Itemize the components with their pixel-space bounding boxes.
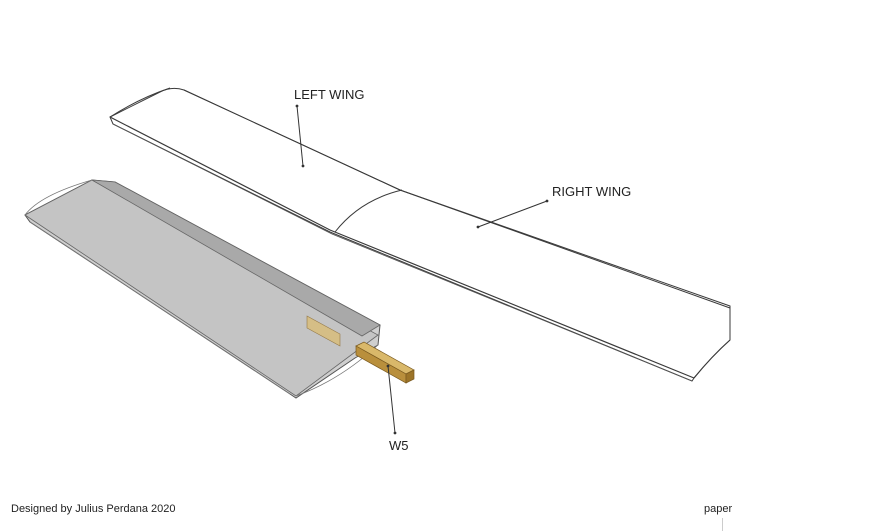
assembled-wing <box>109 87 731 382</box>
spar-inner <box>306 315 341 347</box>
panel-top-surface <box>24 179 379 397</box>
panel-leading-edge <box>29 221 291 395</box>
leader-left-wing <box>296 105 304 167</box>
leader-w5-dot <box>386 364 390 368</box>
designer-credit: Designed by Julius Perdana 2020 <box>11 503 176 515</box>
wing-trailing-edge <box>112 123 693 382</box>
leader-right-wing-end <box>476 225 480 229</box>
leader-right-wing-dot <box>545 199 549 203</box>
spar-w5 <box>306 315 415 384</box>
wing-joint-line <box>334 189 403 233</box>
panel-rib-root <box>24 179 93 216</box>
right-wing-label: RIGHT WING <box>552 184 632 199</box>
leader-w5 <box>387 365 396 434</box>
leader-left-wing-end <box>301 164 305 168</box>
leader-w5-end <box>393 431 397 435</box>
page-edge-mark <box>722 518 723 531</box>
spar-end <box>405 369 415 384</box>
wing-leading-edge <box>109 116 695 379</box>
paper-note: paper <box>704 503 733 515</box>
wing-root-left <box>109 87 171 118</box>
wing-panel <box>24 179 381 399</box>
spar-w5-label: W5 <box>389 438 409 453</box>
leader-right-wing <box>477 200 548 228</box>
wing-tip-right <box>693 339 731 379</box>
leader-left-wing-dot <box>295 104 299 108</box>
panel-spar-channel <box>91 179 381 337</box>
leader-lines <box>295 104 549 435</box>
left-wing-label: LEFT WING <box>294 87 365 102</box>
